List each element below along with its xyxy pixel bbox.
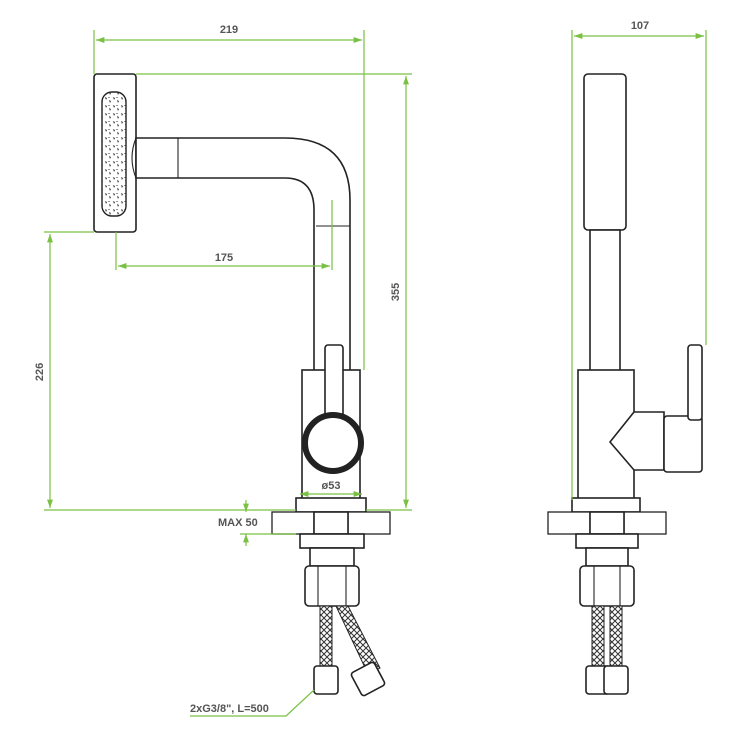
hose-fitting	[313, 665, 339, 695]
supply-hoses-front	[313, 605, 386, 697]
lever-knob	[302, 412, 364, 474]
lever-handle	[324, 344, 344, 421]
countertop-side	[547, 511, 667, 607]
mounting-nut	[304, 565, 360, 607]
dim-total-height: 355	[390, 283, 402, 301]
dimension-lines: 219 175 355 226 ø53 MAX 50 107 2xG3/8", …	[34, 20, 707, 717]
countertop-front	[271, 511, 391, 607]
dim-base-diameter: ø53	[322, 480, 341, 492]
hose-spec-label: 2xG3/8", L=500	[190, 703, 269, 715]
dim-front-width: 219	[220, 24, 238, 36]
dim-spout-reach: 175	[215, 252, 233, 264]
side-spout	[589, 229, 621, 381]
spout-arm	[135, 137, 351, 381]
dim-max-thickness: MAX 50	[218, 517, 258, 529]
spray-face	[101, 91, 127, 217]
dim-side-width: 107	[631, 20, 649, 32]
hose-fitting	[350, 661, 386, 697]
side-view	[571, 73, 703, 513]
supply-hoses-side	[585, 605, 629, 695]
side-lever	[608, 411, 665, 471]
side-spray-head	[583, 73, 627, 231]
dim-spout-height: 226	[34, 363, 46, 381]
front-view	[93, 73, 367, 513]
